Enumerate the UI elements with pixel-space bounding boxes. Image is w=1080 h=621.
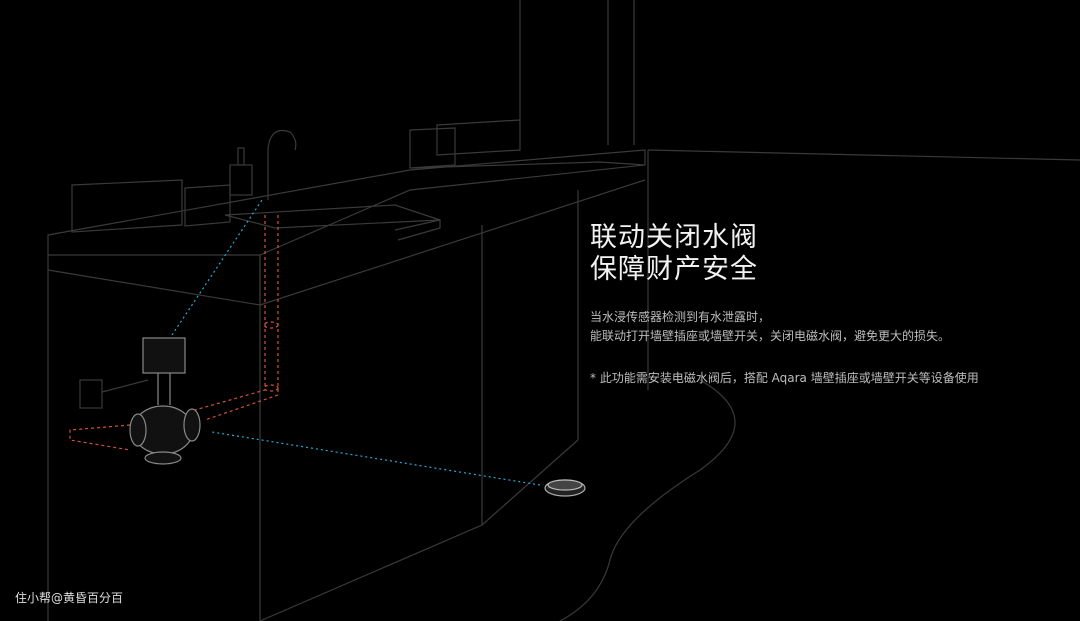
cabinet xyxy=(47,119,646,621)
floor-water xyxy=(559,379,736,621)
wall-lines xyxy=(519,0,1080,390)
description-line-2: 能联动打开墙壁插座或墙壁开关，关闭电磁水阀，避免更大的损失。 xyxy=(590,329,951,343)
watermark: 住小帮@黄昏百分百 xyxy=(15,591,124,605)
description: 当水浸传感器检测到有水泄露时， 能联动打开墙壁插座或墙壁开关，关闭电磁水阀，避免… xyxy=(590,308,950,346)
headline: 联动关闭水阀 保障财产安全 xyxy=(590,222,758,286)
pipe-lines xyxy=(69,215,279,451)
headline-line-1: 联动关闭水阀 xyxy=(590,222,758,253)
signal-lines xyxy=(171,199,541,486)
solenoid-valve xyxy=(129,337,201,465)
headline-line-2: 保障财产安全 xyxy=(590,254,758,285)
footnote: * 此功能需安装电磁水阀后，搭配 Aqara 墙壁插座或墙壁开关等设备使用 xyxy=(590,371,979,385)
water-sensor xyxy=(544,479,586,497)
description-line-1: 当水浸传感器检测到有水泄露时， xyxy=(590,310,771,324)
